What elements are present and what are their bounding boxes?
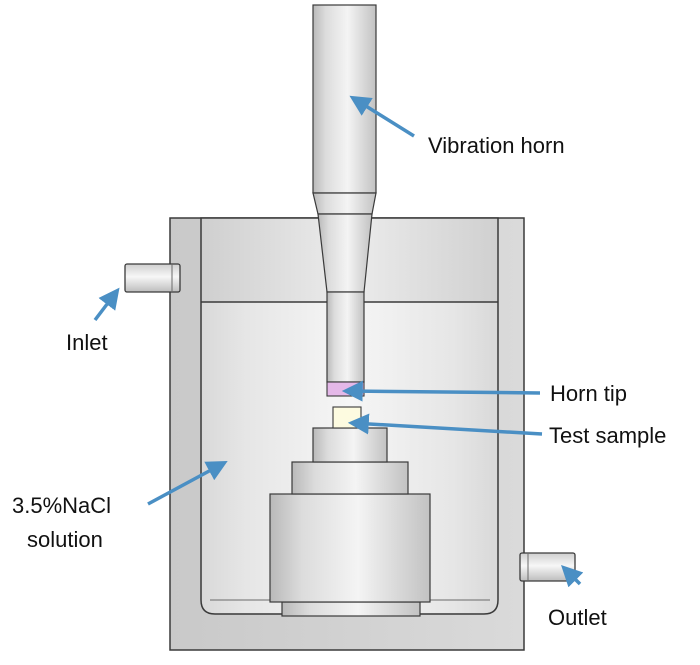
horn-upper-cylinder <box>312 4 377 194</box>
horn-taper <box>317 213 373 293</box>
test-sample-label: Test sample <box>549 423 666 448</box>
horn-tip-label: Horn tip <box>550 381 627 406</box>
solution-label-line1: 3.5%NaCl <box>12 493 111 518</box>
holder-top-step <box>312 427 388 463</box>
horn-collar <box>312 192 377 215</box>
inlet-label: Inlet <box>66 330 108 355</box>
vibration-horn-arrow <box>349 95 415 138</box>
vibration-horn-label: Vibration horn <box>428 133 565 158</box>
horn-lower-rod <box>326 291 365 383</box>
horn-tip <box>326 381 365 397</box>
outlet-arrow <box>561 565 584 588</box>
sample-holder <box>269 406 431 617</box>
horn-tip-arrow <box>341 380 541 402</box>
holder-base-step <box>281 601 421 617</box>
leader-arrows <box>93 95 584 588</box>
holder-large-step <box>269 493 431 603</box>
solution-label-line2: solution <box>27 527 103 552</box>
inlet-pipe <box>124 263 181 293</box>
test-sample-arrow <box>347 413 543 436</box>
outlet-label: Outlet <box>548 605 607 630</box>
inlet-arrow <box>93 287 120 322</box>
solution-arrow <box>147 461 228 506</box>
holder-middle-step <box>291 461 409 495</box>
